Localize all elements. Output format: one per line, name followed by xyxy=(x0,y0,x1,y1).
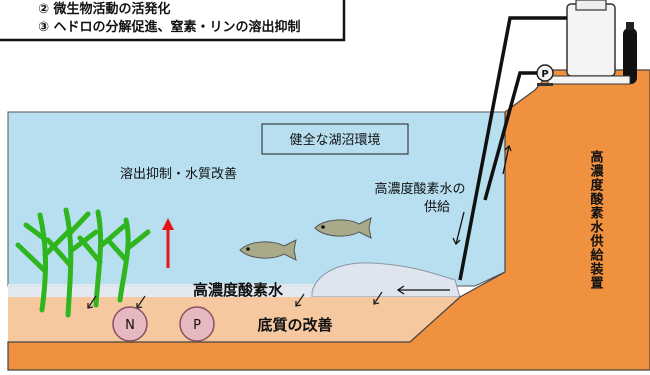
healthy-lake-label: 健全な湖沼環境 xyxy=(289,132,380,148)
oxygen-water-mound xyxy=(311,262,461,298)
oxygen-cylinder xyxy=(623,28,637,84)
sediment-layer xyxy=(8,297,460,342)
flow-arrows xyxy=(396,144,512,295)
aquatic-plants-icon xyxy=(15,207,151,318)
legend-box: ② 微生物活動の活発化 ③ ヘドロの分解促進、窒素・リンの溶出抑制 xyxy=(0,0,346,42)
device-label: 高濃度酸素水供給装置 xyxy=(588,149,605,290)
supply-label-line1: 高濃度酸素水の xyxy=(374,181,465,197)
svg-text:P: P xyxy=(541,69,548,80)
phosphorus-icon: P xyxy=(179,306,215,342)
elution-suppression-label: 溶出抑制・水質改善 xyxy=(120,166,237,182)
fish-icon xyxy=(239,239,297,261)
svg-text:P: P xyxy=(193,318,201,333)
nitrogen-icon: N xyxy=(112,306,148,342)
svg-text:高濃度酸素水供給装置: 高濃度酸素水供給装置 xyxy=(588,149,605,290)
supply-label-line2: 供給 xyxy=(424,200,450,215)
legend-item-2: ② 微生物活動の活発化 xyxy=(38,1,171,17)
supply-pipes xyxy=(458,16,567,281)
oxygen-water-layer xyxy=(8,284,330,297)
oxygen-water-label: 高濃度酸素水 xyxy=(193,281,284,299)
oxygen-supply-device: P xyxy=(536,0,637,86)
svg-text:N: N xyxy=(125,318,135,333)
fish-icon xyxy=(314,217,372,239)
healthy-lake-box: 健全な湖沼環境 xyxy=(261,123,409,155)
settling-arrows xyxy=(87,291,383,309)
sediment-improvement-label: 底質の改善 xyxy=(257,316,332,334)
lake-water xyxy=(7,111,506,287)
legend-item-3: ③ ヘドロの分解促進、窒素・リンの溶出抑制 xyxy=(38,19,301,35)
water-quality-up-arrow xyxy=(162,218,174,268)
